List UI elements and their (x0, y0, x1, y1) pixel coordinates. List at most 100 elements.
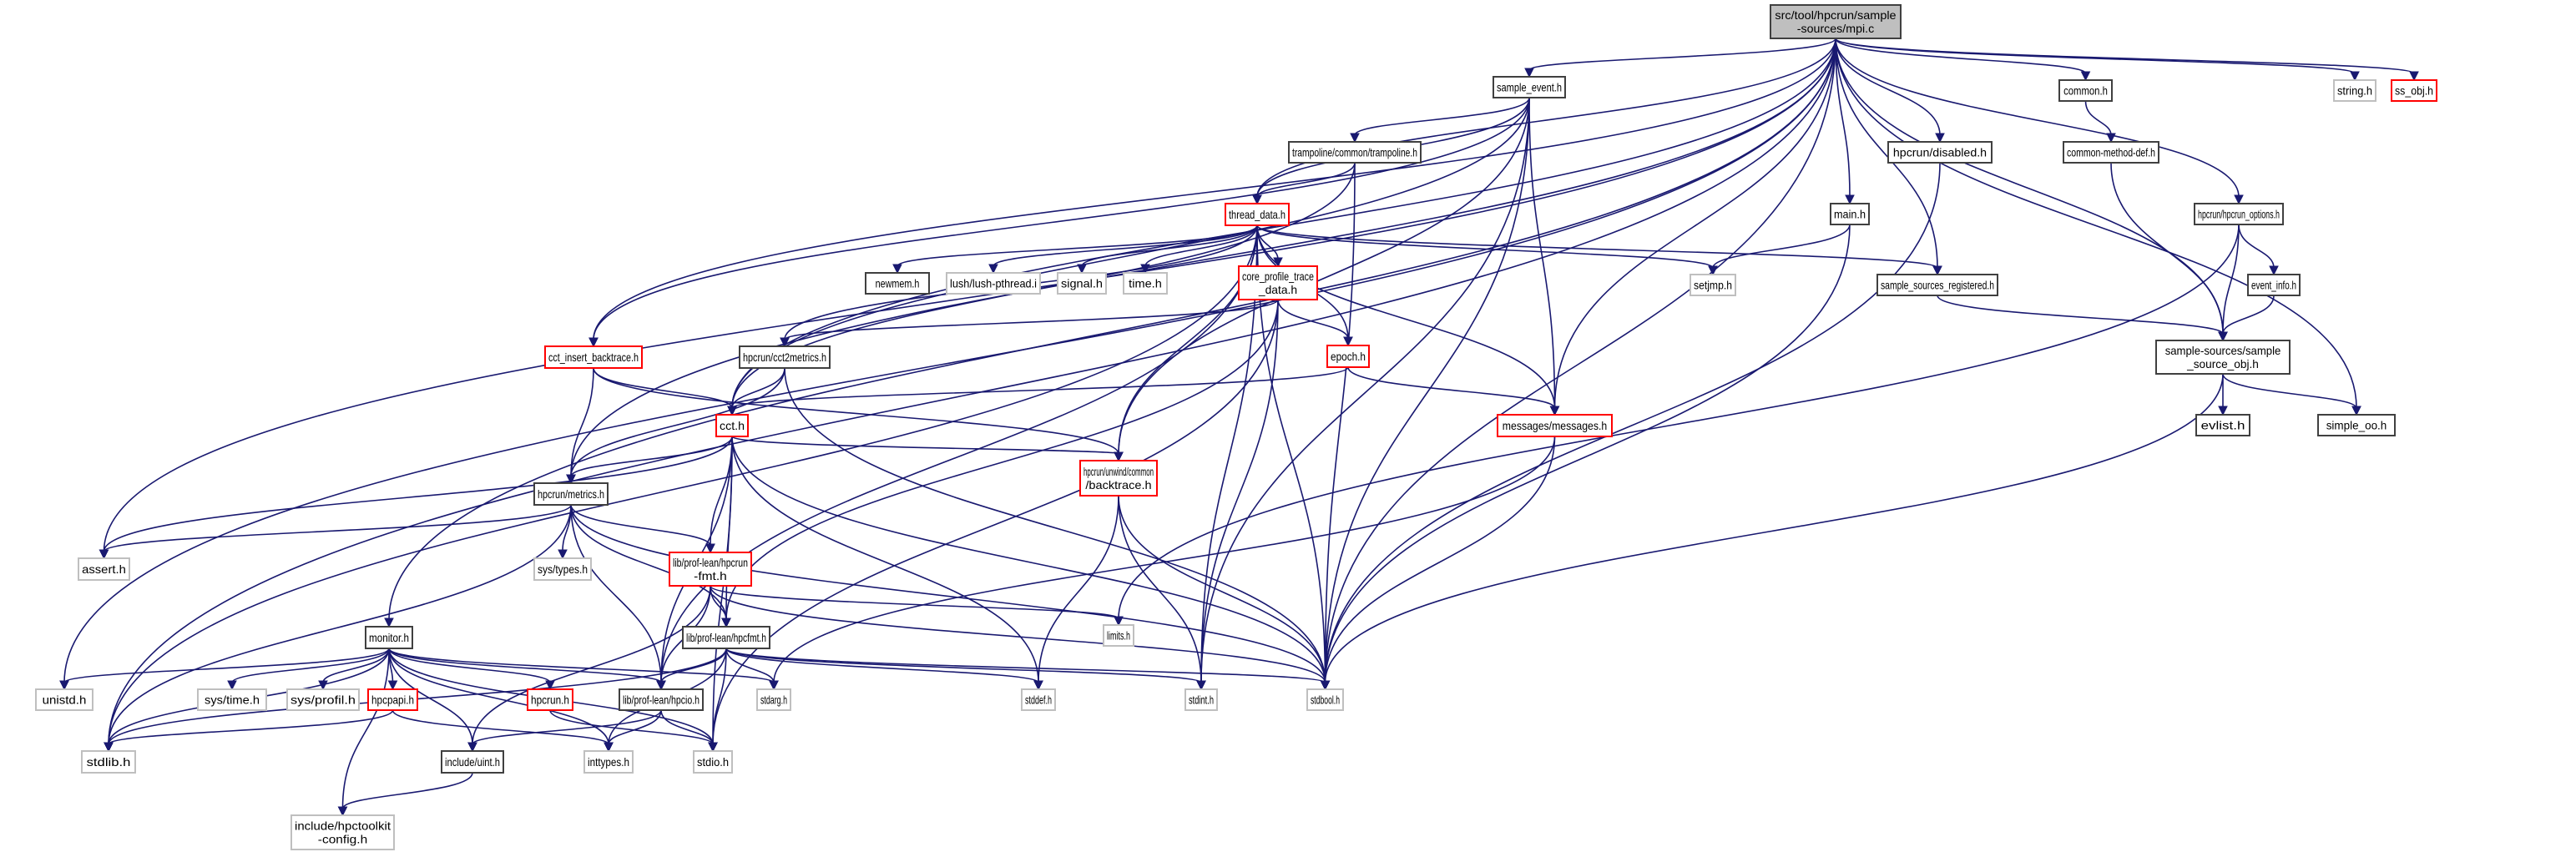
node-trampoline[interactable]: trampoline/common/trampoline.h (1288, 141, 1422, 164)
node-stdarg[interactable]: stdarg.h (756, 688, 791, 711)
node-unistd[interactable]: unistd.h (35, 688, 93, 711)
node-box (1021, 688, 1056, 711)
node-box (2155, 340, 2291, 375)
node-simple-oo[interactable]: simple_oo.h (2317, 414, 2396, 436)
node-limits[interactable]: limits.h (1103, 624, 1134, 647)
edge-cct_insert-to-backtrace (593, 367, 1119, 455)
node-hpcrun-fmt[interactable]: lib/prof-lean/hpcrun-fmt.h (669, 552, 752, 587)
node-cct[interactable]: cct.h (715, 414, 749, 437)
node-event-info[interactable]: event_info.h (2247, 274, 2301, 296)
edge-monitor-to-sys_profil (322, 648, 390, 683)
node-metrics[interactable]: hpcrun/metrics.h (533, 482, 609, 506)
node-sys-profil[interactable]: sys/profil.h (286, 688, 360, 711)
node-box (2058, 79, 2113, 102)
edge-root-to-stdlib (108, 38, 1836, 745)
node-sample-event[interactable]: sample_event.h (1493, 76, 1566, 98)
node-label: lib/prof-lean/hpcio.h (623, 693, 700, 707)
arrowhead-hpcfmt-to-stddef (1033, 680, 1043, 691)
node-label: common.h (2063, 84, 2108, 98)
node-cct-insert[interactable]: cct_insert_backtrace.h (544, 345, 643, 369)
arrowhead-monitor-to-hpcpapi (387, 680, 398, 691)
node-setjmp[interactable]: setjmp.h (1690, 274, 1736, 296)
node-box (1876, 274, 1998, 296)
node-thread-data[interactable]: thread_data.h (1225, 203, 1290, 226)
node-label: sys/profil.h (290, 693, 356, 707)
node-hpcio[interactable]: lib/prof-lean/hpcio.h (619, 688, 704, 711)
node-main[interactable]: main.h (1830, 203, 1870, 225)
node-label: unistd.h (43, 693, 87, 707)
node-signal[interactable]: signal.h (1057, 272, 1107, 295)
node-evlist[interactable]: evlist.h (2195, 414, 2250, 436)
node-hpcrun-options[interactable]: hpcrun/hpcrun_options.h (2194, 203, 2284, 225)
node-lush-pthread[interactable]: lush/lush-pthread.i (946, 272, 1041, 295)
node-label: hpcrun/metrics.h (538, 487, 604, 501)
node-box (1238, 265, 1318, 300)
node-label: newmem.h (876, 277, 920, 290)
node-disabled[interactable]: hpcrun/disabled.h (1887, 141, 1993, 164)
node-label: evlist.h (2201, 419, 2245, 432)
node-stdbool[interactable]: stdbool.h (1306, 688, 1344, 711)
node-ss-obj[interactable]: ss_obj.h (2391, 79, 2437, 102)
node-messages[interactable]: messages/messages.h (1497, 414, 1613, 437)
edge-root-to-string (1835, 38, 2356, 74)
node-hpcfmt[interactable]: lib/prof-lean/hpcfmt.h (682, 626, 770, 649)
arrowhead-root-to-common (2080, 71, 2091, 82)
arrowhead-thread_data-to-signal (1077, 264, 1087, 275)
arrowhead-hpcfmt-to-hpcio (656, 680, 666, 691)
edge-thread_data-to-stdlib (108, 224, 1258, 745)
node-label: sys/types.h (538, 562, 588, 576)
arrowhead-root-to-ss_obj (2409, 71, 2419, 82)
node-box (583, 750, 634, 774)
node-string[interactable]: string.h (2333, 79, 2376, 102)
node-sys-time[interactable]: sys/time.h (197, 688, 267, 711)
edge-ss_registered-to-ss_obj_h (1937, 295, 2224, 335)
arrowhead-thread_data-to-lush_pthread (988, 264, 998, 275)
edge-messages-to-stdbool (1324, 436, 1556, 683)
node-inttypes[interactable]: inttypes.h (583, 750, 634, 774)
node-common[interactable]: common.h (2058, 79, 2113, 102)
node-sys-types[interactable]: sys/types.h (533, 557, 592, 581)
node-box (2195, 414, 2250, 436)
node-epoch[interactable]: epoch.h (1326, 345, 1370, 368)
node-hpcpapi[interactable]: hpcpapi.h (367, 688, 418, 711)
arrowhead-metrics-to-hpcrun_fmt (705, 543, 715, 554)
edge-root-to-sample_event (1528, 38, 1836, 71)
node-backtrace[interactable]: hpcrun/unwind/common/backtrace.h (1079, 460, 1158, 497)
node-stdint[interactable]: stdint.h (1184, 688, 1218, 711)
edge-event_info-to-ss_obj_h (2222, 295, 2275, 335)
edges-layer (59, 38, 2419, 817)
edge-hpcio-to-stdio (660, 709, 714, 745)
node-stdio[interactable]: stdio.h (693, 750, 733, 774)
node-time[interactable]: time.h (1123, 272, 1168, 295)
node-box (756, 688, 791, 711)
node-ss-obj-h[interactable]: sample-sources/sample_source_obj.h (2155, 340, 2291, 375)
node-box (1123, 272, 1168, 295)
arrowhead-monitor-to-hpcrun_h (545, 680, 555, 691)
arrowhead-core_profile-to-cct2metrics (780, 337, 790, 348)
node-common-method-def[interactable]: common-method-def.h (2063, 141, 2159, 164)
node-box (197, 688, 267, 711)
node-uint[interactable]: include/uint.h (441, 750, 504, 774)
node-newmem[interactable]: newmem.h (865, 272, 930, 295)
node-cct2metrics[interactable]: hpcrun/cct2metrics.h (739, 345, 831, 369)
node-ss-registered[interactable]: sample_sources_registered.h (1876, 274, 1998, 296)
arrowhead-hpcio-to-uint (467, 742, 477, 753)
edge-hpcpapi-to-stdlib (108, 709, 394, 745)
node-core-profile[interactable]: core_profile_trace_data.h (1238, 265, 1318, 300)
node-box (1288, 141, 1422, 164)
node-box (533, 557, 592, 581)
edge-cct2metrics-to-metrics (570, 367, 785, 477)
node-hpcrun-h[interactable]: hpcrun.h (527, 688, 573, 711)
node-hpctoolkit-config[interactable]: include/hpctoolkit-config.h (290, 814, 395, 850)
node-stddef[interactable]: stddef.h (1021, 688, 1056, 711)
edge-core_profile-to-cct2metrics (784, 299, 1279, 340)
node-monitor[interactable]: monitor.h (365, 626, 413, 649)
node-assert[interactable]: assert.h (78, 557, 130, 581)
edge-cct-to-stddef (731, 436, 1039, 683)
arrowhead-cct-to-backtrace (1114, 451, 1124, 462)
edge-cct_insert-to-metrics (570, 367, 594, 477)
node-stdlib[interactable]: stdlib.h (81, 750, 136, 774)
node-root[interactable]: src/tool/hpcrun/sample-sources/mpi.c (1770, 4, 1902, 39)
edge-cct-to-stdbool (731, 436, 1326, 683)
node-label: hpcrun/hpcrun_options.h (2198, 208, 2280, 221)
